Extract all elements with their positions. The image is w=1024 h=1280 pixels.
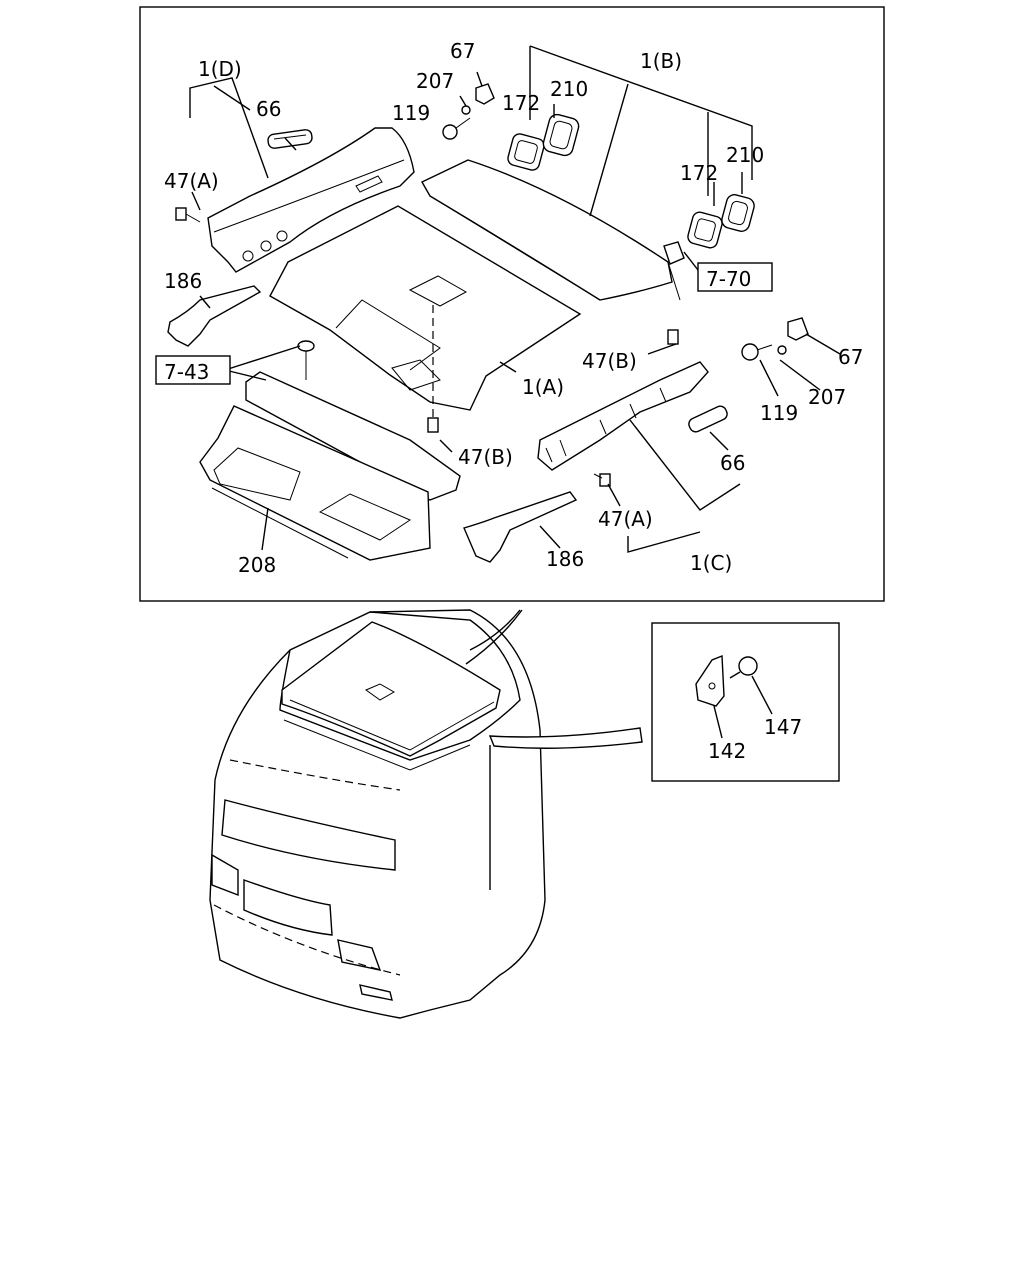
bracket-142 [695,654,725,707]
label-1a: 1(A) [522,375,564,399]
pillar-trim-186-right [463,491,578,563]
ref-box-7-43: 7-43 [155,355,231,385]
label-66-right: 66 [720,451,745,475]
pillar-trim-186-left [167,285,262,347]
label-119-right: 119 [760,401,798,425]
label-47a-right: 47(A) [598,507,653,531]
label-210-left: 210 [550,77,588,101]
roof-panel-1a [269,205,582,411]
ring-172-left [507,133,545,171]
clip-67-right [787,317,809,341]
front-trim-1d [207,127,415,273]
label-119-top: 119 [392,101,430,125]
label-208: 208 [238,553,276,577]
ceiling-panel-1b [421,159,681,301]
label-1d: 1(D) [198,57,242,81]
bolt-47b-right [667,329,679,345]
label-1c: 1(C) [690,551,732,575]
screw-119-right [741,343,773,361]
rivet-7-43 [297,340,315,380]
label-47a-left: 47(A) [164,169,219,193]
label-207-top: 207 [416,69,454,93]
ref-box-7-70: 7-70 [683,251,773,292]
leader-147 [751,675,773,715]
clip-67-top [475,83,495,105]
washer-207-right [777,345,787,355]
ring-210-left [542,113,580,157]
ring-210-right [721,194,755,232]
label-186-left: 186 [164,269,202,293]
bolt-47a-left [175,207,201,223]
bolt-47a-right [593,473,611,487]
label-67-top: 67 [450,39,475,63]
washer-207-top [461,105,471,115]
side-trim-1c [537,361,709,471]
label-172-left: 172 [502,91,540,115]
leader-lines [189,45,841,553]
ref-7-70-text: 7-70 [706,267,751,291]
lower-panel-208 [199,371,461,561]
bolt-47b-lower [427,305,439,433]
label-1b: 1(B) [640,49,682,73]
ring-172-right [687,211,723,249]
label-47b-right: 47(B) [582,349,637,373]
screw-119-top [442,117,471,140]
lamp-lens-66-top [267,129,313,149]
label-186-right: 186 [546,547,584,571]
label-142: 142 [708,739,746,763]
ref-7-43-text: 7-43 [164,360,209,384]
leader-142 [713,705,723,739]
label-207-right: 207 [808,385,846,409]
detail-frame [651,622,840,782]
lamp-lens-66-right [688,405,728,433]
main-frame [139,6,885,602]
clip-70 [663,241,685,265]
bolt-147 [729,656,758,679]
label-147: 147 [764,715,802,739]
label-66-top: 66 [256,97,281,121]
label-47b-lower: 47(B) [458,445,513,469]
label-210-right: 210 [726,143,764,167]
truck-cab-illustration [209,609,643,1019]
label-172-right: 172 [680,161,718,185]
label-67-right: 67 [838,345,863,369]
